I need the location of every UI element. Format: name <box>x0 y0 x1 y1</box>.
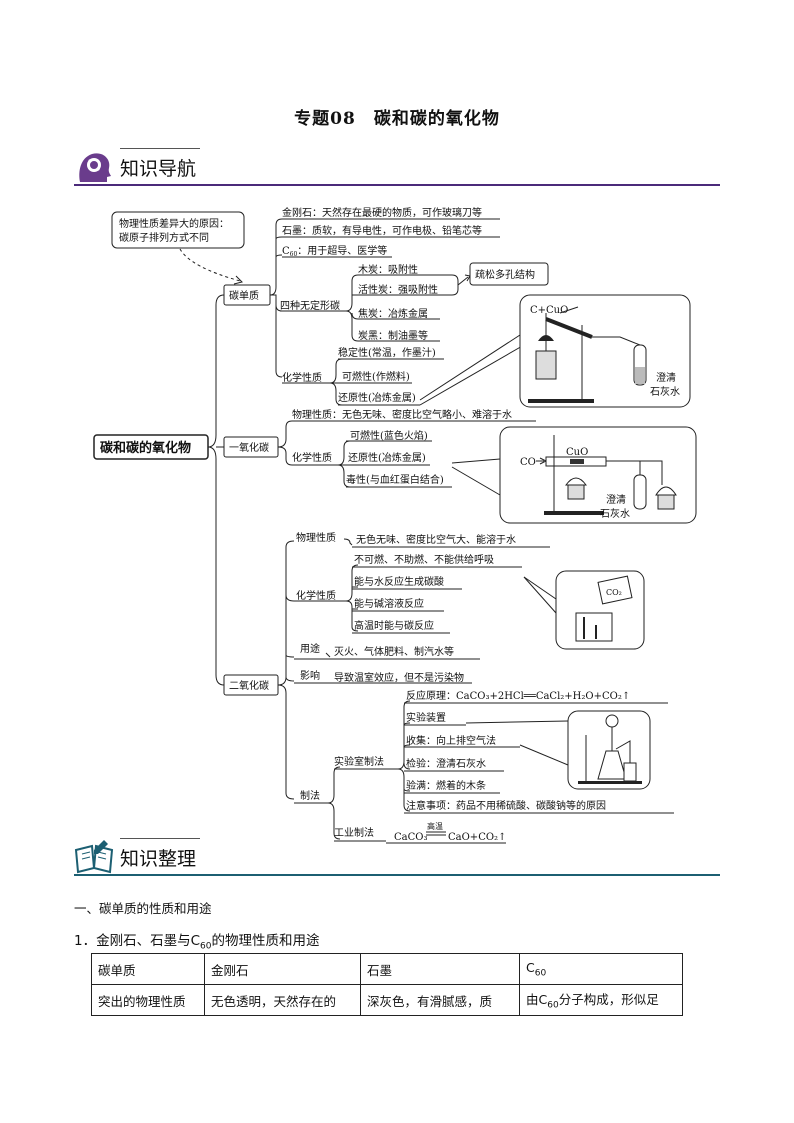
co2-chem-2: 能与水反应生成碳酸 <box>354 575 444 588</box>
co2-chem-label: 化学性质 <box>296 589 336 602</box>
carbon-label: 碳单质 <box>229 289 259 302</box>
section-title-summary: 知识整理 <box>120 848 197 870</box>
table-cell: C60 <box>519 953 683 985</box>
co2-chem-3: 能与碱溶液反应 <box>354 597 424 610</box>
co2-use-desc: 灭火、气体肥料、制汽水等 <box>334 645 454 658</box>
note-arrow-head <box>233 275 243 285</box>
limewater-1: 澄清 <box>656 371 676 384</box>
note-box <box>111 211 245 249</box>
co2-apparatus-label: 实验装置 <box>406 711 446 724</box>
c-cuo-label: C+CuO <box>530 305 568 316</box>
graphite-text: 石墨：质软，有导电性，可作电极、铅笔芯等 <box>282 224 482 237</box>
section-title-nav: 知识导航 <box>120 158 197 180</box>
carbon-chem-label: 化学性质 <box>282 371 322 384</box>
co2-physical-desc: 无色无味、密度比空气大、能溶于水 <box>356 533 516 546</box>
co2-industry-label: 工业制法 <box>334 826 374 839</box>
co-flammable-text: 可燃性(蓝色火焰) <box>350 429 428 442</box>
amorphous-text: 四种无定形碳 <box>280 299 340 312</box>
c60-text: C60：用于超导、医学等 <box>282 244 387 258</box>
co2-physical-label: 物理性质 <box>296 531 336 544</box>
page-title: 专题08 碳和碳的氧化物 <box>294 109 500 129</box>
co2-chem-1: 不可燃、不助燃、不能供给呼吸 <box>354 553 494 566</box>
co2-full: 验满：燃着的木条 <box>406 779 486 792</box>
co2-beaker-label: CO₂ <box>606 588 622 597</box>
table-cell: 深灰色，有滑腻感，质 <box>360 984 520 1016</box>
table-cell: 突出的物理性质 <box>91 984 205 1016</box>
co2-collect: 收集：向上排空气法 <box>406 734 496 747</box>
co-toxic-text: 毒性(与血红蛋白结合) <box>346 473 444 486</box>
co2-test: 检验：澄清石灰水 <box>406 757 486 770</box>
co2-industry-right: CaO+CO₂↑ <box>448 832 506 843</box>
activated-text: 活性炭：强吸附性 <box>358 283 438 296</box>
table-cell: 金刚石 <box>204 953 361 985</box>
co-limewater-1: 澄清 <box>606 493 626 506</box>
co-physical-text: 物理性质：无色无味、密度比空气略小、难溶于水 <box>292 408 512 421</box>
table-cell: 由C60分子构成，形似足 <box>519 984 683 1016</box>
co-reducing-text: 还原性(冶炼金属) <box>348 451 426 464</box>
apparatus-co-cuo <box>499 426 697 524</box>
concept-map: 物理性质差异大的原因： 碳原子排列方式不同 碳和碳的氧化物 碳单质 金刚石：天然… <box>93 206 697 844</box>
note-line-1: 物理性质差异大的原因： <box>119 217 229 230</box>
root-label: 碳和碳的氧化物 <box>100 440 191 456</box>
heading-physical-properties: 1．金刚石、石墨与C60的物理性质和用途 <box>74 933 320 952</box>
co2-prep-label: 制法 <box>300 789 320 802</box>
coke-text: 焦炭：冶炼金属 <box>358 307 428 320</box>
apparatus-c-cuo <box>519 294 691 408</box>
table-cell: 碳单质 <box>91 953 205 985</box>
co2-impact-label: 影响 <box>300 669 320 682</box>
section-header-nav: 知识导航 <box>74 148 720 188</box>
heading-carbon-elements: 一、碳单质的性质和用途 <box>74 901 212 916</box>
note-line-2: 碳原子排列方式不同 <box>119 231 209 244</box>
co-label: 一氧化碳 <box>229 441 269 454</box>
co-app-label: CO <box>520 457 536 468</box>
porous-text: 疏松多孔结构 <box>475 268 535 281</box>
note-arrow <box>179 248 241 282</box>
co2-impact-desc: 导致温室效应，但不是污染物 <box>334 671 464 684</box>
co2-industry-left: CaCO₃ <box>394 832 427 843</box>
co2-industry-cond: 高温 <box>427 821 443 831</box>
stability-text: 稳定性(常温，作墨汁) <box>338 346 436 359</box>
co2-chem-4: 高温时能与碳反应 <box>354 619 434 632</box>
co2-caution: 注意事项：药品不用稀硫酸、碳酸钠等的原因 <box>406 799 606 812</box>
table-row: 突出的物理性质 无色透明，天然存在的 深灰色，有滑腻感，质 由C60分子构成，形… <box>91 984 683 1016</box>
co-chem-label: 化学性质 <box>292 451 332 464</box>
open-book-icon <box>74 840 114 874</box>
co2-label: 二氧化碳 <box>229 679 269 692</box>
flammability-text: 可燃性(作燃料) <box>342 370 410 383</box>
properties-table: 碳单质 金刚石 石墨 C60 突出的物理性质 无色透明，天然存在的 深灰色，有滑… <box>91 953 683 1016</box>
carbon-black-text: 炭黑：制油墨等 <box>358 329 428 342</box>
diamond-text: 金刚石：天然存在最硬的物质，可作玻璃刀等 <box>282 206 482 219</box>
co2-use-label: 用途 <box>300 642 320 655</box>
co-limewater-2: 石灰水 <box>600 507 630 520</box>
cuo-app-label: CuO <box>566 447 588 458</box>
table-row: 碳单质 金刚石 石墨 C60 <box>91 953 683 985</box>
co2-lab-label: 实验室制法 <box>334 755 384 768</box>
table-cell: 无色透明，天然存在的 <box>204 984 361 1016</box>
charcoal-text: 木炭：吸附性 <box>358 263 418 276</box>
limewater-2: 石灰水 <box>650 385 680 398</box>
reducibility-text: 还原性(冶炼金属) <box>338 391 416 404</box>
table-cell: 石墨 <box>360 953 520 985</box>
section-header-summary: 知识整理 <box>74 838 720 878</box>
brain-head-icon <box>79 153 111 182</box>
co2-principle: 反应原理：CaCO₃+2HCl══CaCl₂+H₂O+CO₂↑ <box>406 689 630 702</box>
